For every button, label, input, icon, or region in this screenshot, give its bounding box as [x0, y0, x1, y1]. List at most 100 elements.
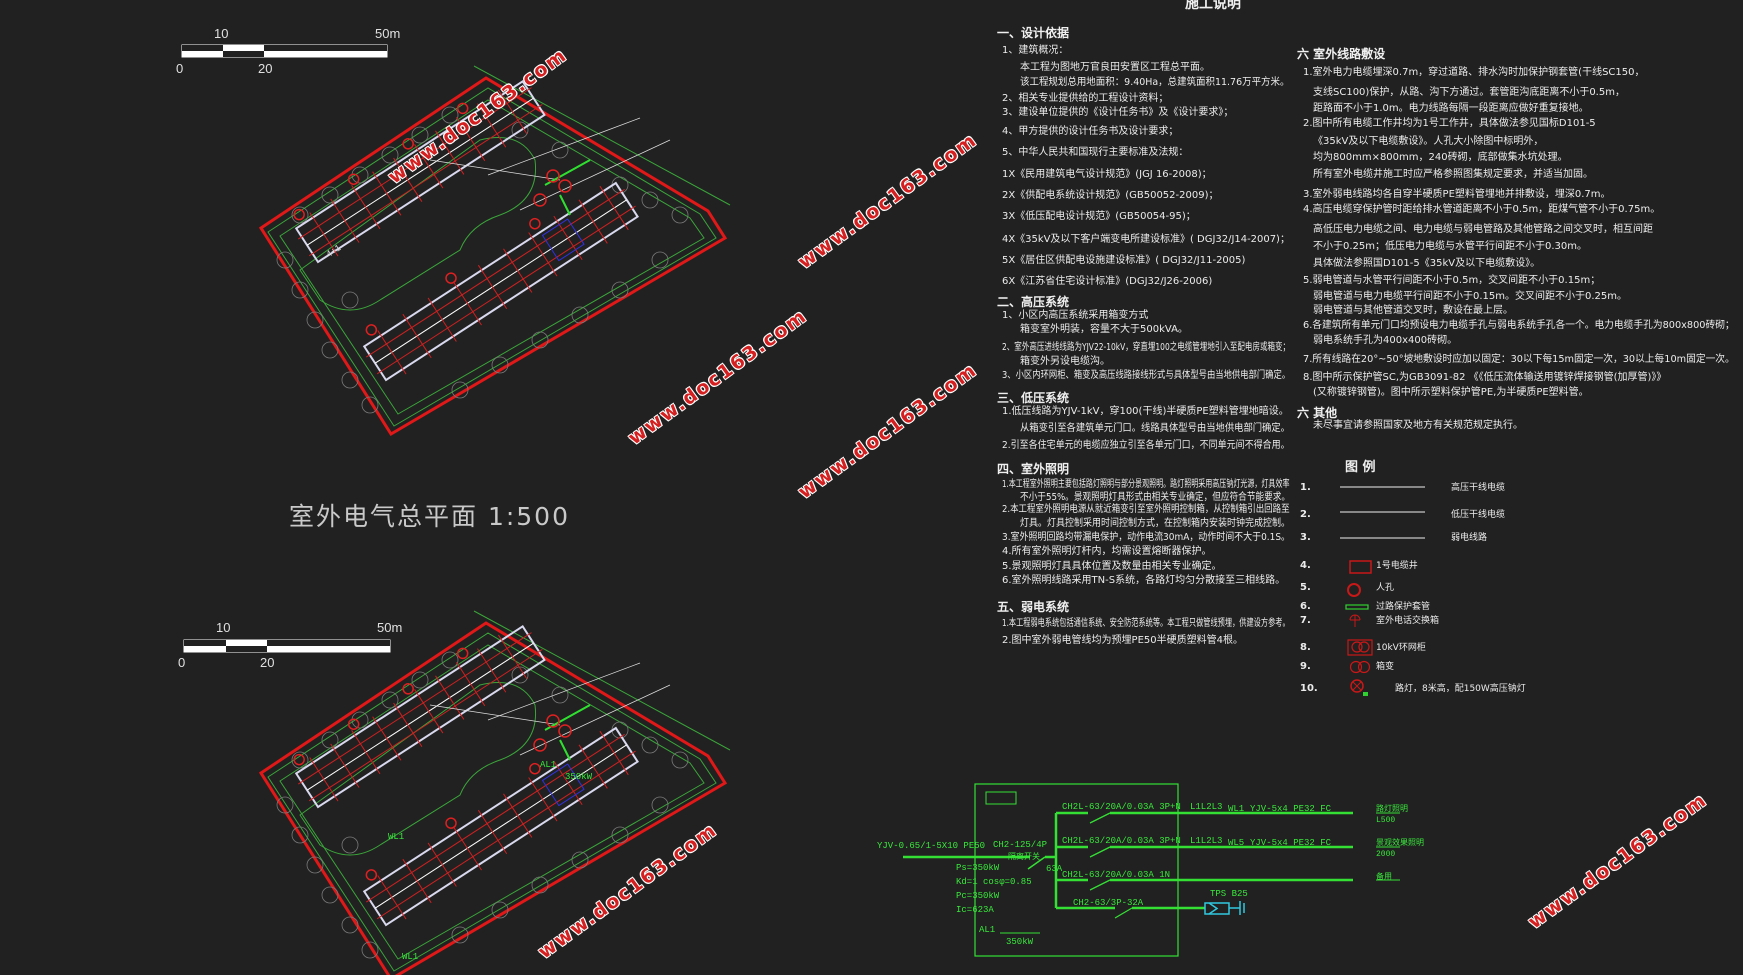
note-line: 5、中华人民共和国现行主要标准及法规：: [1002, 147, 1189, 158]
legend-number: 3.: [1300, 532, 1311, 543]
legend-label-transformer: 箱变: [1376, 662, 1395, 672]
branch-load: 景观效果照明: [1376, 839, 1424, 848]
note-line: 5.景观照明灯具具体位置及数量由相关专业确定。: [1002, 561, 1222, 572]
note-line: 弱电管道与其他管道交叉时，敷设在最上层。: [1313, 305, 1513, 316]
plan-label-panel: AL1: [540, 760, 557, 770]
section-heading: 二、高压系统: [997, 295, 1070, 309]
note-line: 1.室外电力电缆埋深0.7m，穿过道路、排水沟时加保护钢套管(干线SC150，: [1303, 67, 1645, 78]
main-breaker: CH2-125/4P: [993, 840, 1048, 850]
branch-phase: L1L2L3: [1190, 836, 1223, 846]
scale-bar-top: [181, 44, 388, 58]
note-line: 1.本工程室外照明主要包括路灯照明与部分景观照明。路灯照明采用高压钠灯光源，灯具…: [1002, 479, 1290, 490]
note-line: 6X《江苏省住宅设计标准》(DGJ32/J26-2006): [1002, 276, 1213, 287]
note-line: 灯具。灯具控制采用时间控制方式，在控制箱内安装时钟完成控制。: [1020, 518, 1290, 529]
note-line: 均为800mm×800mm，240砖砌，底部做集水坑处理。: [1313, 152, 1568, 163]
section-heading: 四、室外照明: [997, 462, 1070, 476]
section-heading: 五、弱电系统: [997, 600, 1070, 614]
note-line: 5.弱电管道与水管平行间距不小于0.5m，交叉间距不小于0.15m；: [1303, 275, 1601, 286]
legend-number: 2.: [1300, 509, 1311, 520]
site-plan-title: 室外电气总平面 1:500: [289, 502, 570, 531]
pc-value: Pc=350kW: [956, 891, 1000, 901]
plan-label-power: 350kW: [565, 772, 593, 782]
branch-load-power: 2000: [1376, 850, 1396, 859]
legend-label-line-white: 低压干线电缆: [1451, 510, 1506, 520]
note-line: 未尽事宜请参照国家及地方有关规范规定执行。: [1313, 420, 1523, 431]
branch-load-power: L500: [1376, 816, 1396, 825]
note-line: 4、甲方提供的设计任务书及设计要求；: [1002, 126, 1179, 137]
note-line: 1、小区内高压系统采用箱变方式: [1002, 310, 1149, 321]
legend-number: 8.: [1300, 642, 1311, 653]
note-line: 距路面不小于1.0m。电力线路每隔一段距离应做好重复接地。: [1313, 103, 1589, 114]
note-line: 该工程规划总用地面积：9.40Ha，总建筑面积11.76万平方米。: [1020, 77, 1290, 88]
scale-label-0: 0: [178, 655, 186, 670]
main-breaker-sub: 隔离开关: [1008, 853, 1040, 862]
section-heading: 六 室外线路敷设: [1297, 47, 1386, 61]
note-line: 3、建设单位提供的《设计任务书》及《设计要求》；: [1002, 107, 1234, 118]
branch-phase: L1L2L3: [1190, 802, 1223, 812]
kd-value: Kd=1 cosφ=0.85: [956, 877, 1032, 887]
notes-title: 施工说明: [1185, 0, 1241, 12]
scale-label-50m: 50m: [377, 620, 403, 635]
section-heading: 六 其他: [1297, 406, 1338, 420]
branch-breaker: CH2L-63/20A/0.03A 1N: [1062, 870, 1171, 880]
note-line: 3X《低压配电设计规范》(GB50054-95)；: [1002, 211, 1196, 222]
branch-circuit: WL1: [1228, 804, 1245, 814]
panel-name: AL1: [979, 925, 996, 935]
note-line: 支线SC100)保护，从路、沟下方通过。套管距沟底距离不小于0.5m，: [1313, 87, 1625, 98]
note-line: 本工程为图地万官良田安置区工程总平面。: [1020, 62, 1210, 73]
note-line: 5X《居住区供配电设施建设标准》( DGJ32/J11-2005): [1002, 255, 1246, 266]
branch-load: 备用: [1376, 873, 1392, 882]
note-line: 2.图中室外弱电管线均为预埋PE50半硬质塑料管4根。: [1002, 635, 1243, 646]
note-line: (又称镀锌钢管)。图中所示塑料保护管PE,为半硬质PE塑料管。: [1313, 387, 1589, 398]
legend-number: 5.: [1300, 582, 1311, 593]
note-line: 6.室外照明线路采用TN-S系统，各路灯均匀分散接至三相线路。: [1002, 575, 1286, 586]
site-plan-bottom: [259, 609, 732, 975]
note-line: 6.各建筑所有单元门口均预设电力电缆手孔与弱电系统手孔各一个。电力电缆手孔为80…: [1303, 320, 1735, 331]
note-line: 1.本工程弱电系统包括通信系统、安全防范系统等。本工程只做管线预埋，供建设方参考…: [1002, 618, 1290, 629]
note-line: 2、相关专业提供给的工程设计资料；: [1002, 93, 1169, 104]
branch-cable: YJV-5x4 PE32 FC: [1250, 804, 1332, 814]
branch-cable: YJV-5x4 PE32 FC: [1250, 838, 1332, 848]
ps-value: Ps=350kW: [956, 863, 1000, 873]
legend-title: 图 例: [1345, 460, 1376, 475]
legend-number: 4.: [1300, 560, 1311, 571]
distribution-schematic: [903, 783, 1400, 957]
scale-label-10: 10: [214, 26, 229, 41]
legend-label-street-light: 路灯，8米高，配150W高压钠灯: [1395, 684, 1526, 694]
note-line: 8.图中所示保护管SC,为GB3091-82 《《低压流体输送用镀锌焊接钢管(加…: [1303, 372, 1667, 383]
plan-label-circuit: WL1: [402, 952, 419, 962]
scale-label-20: 20: [258, 61, 273, 76]
section-heading: 三、低压系统: [997, 391, 1070, 405]
feeder-cable: YJV-0.65/1-5X10 PE50: [877, 841, 986, 851]
note-line: 4.所有室外照明灯杆内，均需设置熔断器保护。: [1002, 546, 1212, 557]
scale-bar-bottom: [183, 639, 391, 653]
note-line: 《35kV及以下电缆敷设》。人孔大小除图中标明外，: [1313, 136, 1544, 147]
branch-breaker: CH2L-63/20A/0.03A 3P+N: [1062, 802, 1181, 812]
branch-breaker: CH2L-63/20A/0.03A 3P+N: [1062, 836, 1181, 846]
note-line: 2.图中所有电缆工作井均为1号工作井，具体做法参见国标D101-5: [1303, 118, 1596, 129]
legend-label-ring-main-unit: 10kV环网柜: [1376, 643, 1426, 653]
note-line: 7.所有线路在20°~50°坡地敷设时应加以固定：30以下每15m固定一次，30…: [1303, 354, 1735, 365]
legend-label-line-white: 高压干线电缆: [1451, 483, 1506, 493]
note-line: 弱电管道与电力电缆平行间距不小于0.15m。交叉间距不小于0.25m。: [1313, 291, 1628, 302]
note-line: 具体做法参照国D101-5《35kV及以下电缆敷设》。: [1313, 258, 1541, 269]
note-line: 1X《民用建筑电气设计规范》(JGJ 16-2008)；: [1002, 169, 1212, 180]
note-line: 2、室外高压进线线路为YJV22-10kV，穿直埋100之电缆管埋地引入至配电房…: [1002, 342, 1291, 353]
legend-icons: [1340, 486, 1425, 696]
note-line: 4.高压电缆穿保护管时距给排水管道距离不小于0.5m，距煤气管不小于0.75m。: [1303, 204, 1661, 215]
branch-load: 路灯照明: [1376, 805, 1408, 814]
legend-number: 7.: [1300, 615, 1311, 626]
legend-label-line-white: 弱电线路: [1451, 533, 1488, 543]
note-line: 1.低压线路为YJV-1kV，穿100(干线)半硬质PE塑料管埋地暗设。: [1002, 406, 1289, 417]
note-line: 2.本工程室外照明电源从就近箱变引至室外照明控制箱，从控制箱引出回路至: [1002, 504, 1290, 515]
ic-value: Ic=623A: [956, 905, 994, 915]
note-line: 4X《35kV及以下客户端变电所建设标准》( DGJ32/J14-2007)；: [1002, 234, 1290, 245]
legend-number: 6.: [1300, 601, 1311, 612]
legend-number: 9.: [1300, 661, 1311, 672]
scale-label-50m: 50m: [375, 26, 401, 41]
main-rating: 63A: [1046, 864, 1063, 874]
note-line: 所有室外电缆井施工时应严格参照图集规定要求，并适当加固。: [1313, 169, 1593, 180]
scale-label-20: 20: [260, 655, 275, 670]
note-line: 不小于0.25m；低压电力电缆与水管平行间距不小于0.30m。: [1313, 241, 1588, 252]
note-line: 箱变外另设电缆沟。: [1020, 356, 1110, 367]
